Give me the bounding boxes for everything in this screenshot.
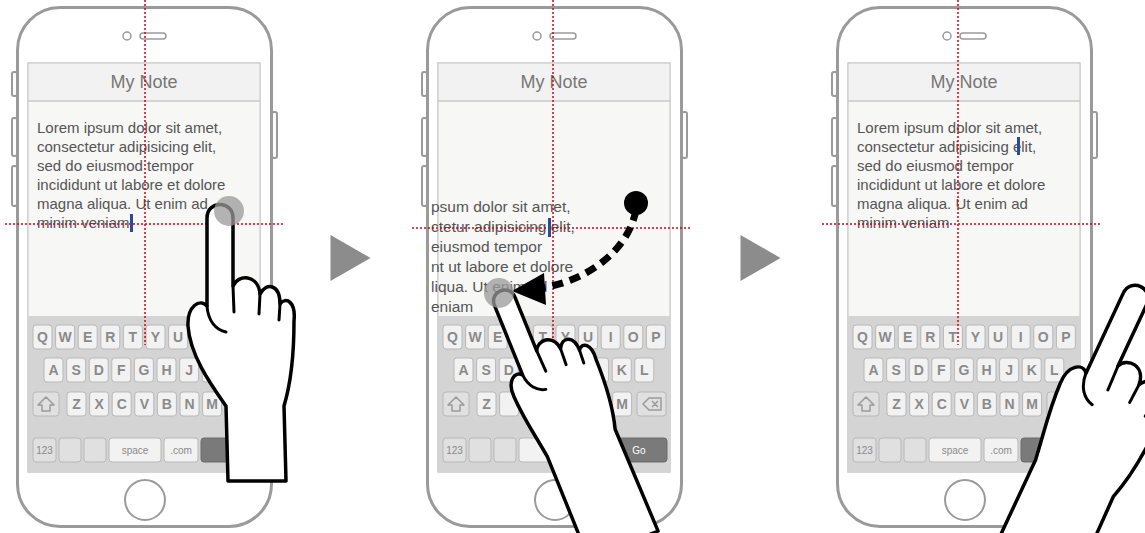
key-label: 123 (33, 438, 56, 462)
text-cursor (130, 214, 133, 232)
key-label: V (135, 392, 154, 416)
step-arrow (273, 235, 426, 281)
key-label: L (635, 358, 654, 382)
key-label: N (1000, 392, 1019, 416)
hand (971, 273, 1145, 533)
guide-lines (5, 0, 1100, 345)
text-cursor (548, 218, 551, 237)
key-label: S (887, 358, 906, 382)
touch-point (214, 196, 244, 226)
key-label: B (977, 392, 996, 416)
key-label: E (78, 325, 97, 349)
key-label: Q (443, 325, 462, 349)
touch-point (484, 278, 514, 308)
key-label: R (921, 325, 940, 349)
key-label: V (955, 392, 974, 416)
key-label: I (1011, 325, 1030, 349)
key-label: space (109, 438, 161, 462)
magnified-text: psum dolor sit amet, (431, 197, 571, 217)
key-label: W (466, 325, 485, 349)
guide-line (957, 0, 959, 345)
key-label: F (112, 358, 131, 382)
guide-line (412, 227, 692, 229)
note-text: Lorem ipsum dolor sit amet, consectetur … (857, 118, 1057, 232)
hand (475, 267, 664, 533)
key-label: Z (67, 392, 86, 416)
key-label: N (180, 392, 199, 416)
key-label: M (1023, 392, 1042, 416)
hand-outline (475, 267, 664, 533)
key-label: U (169, 325, 188, 349)
hand (188, 205, 294, 482)
key-label: .com (164, 438, 198, 462)
note-title: My Note (28, 63, 260, 101)
key-label: O (624, 325, 643, 349)
hand-outline (188, 205, 294, 482)
key-label: C (112, 392, 131, 416)
key-label: B (157, 392, 176, 416)
guide-line (5, 223, 283, 225)
drag-path (540, 210, 636, 288)
hand-outline (971, 273, 1145, 533)
key-label: space (929, 438, 981, 462)
key-label: H (157, 358, 176, 382)
key-label: X (90, 392, 109, 416)
key-label: J (180, 358, 199, 382)
key-label: W (876, 325, 895, 349)
key-label: P (1056, 325, 1075, 349)
magnified-text: eiusmod tempor (431, 237, 542, 257)
key-label: J (1000, 358, 1019, 382)
key-label: Z (887, 392, 906, 416)
key-label: D (909, 358, 928, 382)
guide-line (552, 0, 554, 345)
hand-crease (516, 336, 588, 395)
key-label: R (101, 325, 120, 349)
key-label: O (1034, 325, 1053, 349)
magnified-text: eniam (431, 297, 473, 317)
hand-crease (207, 286, 280, 332)
key-label: H (977, 358, 996, 382)
key-label: A (44, 358, 63, 382)
key-label: X (910, 392, 929, 416)
key-label: E (898, 325, 917, 349)
key-label: 123 (443, 438, 466, 462)
key-label: G (134, 358, 153, 382)
guide-line (822, 223, 1100, 225)
key-label: P (646, 325, 665, 349)
key-label: Q (33, 325, 52, 349)
key-label: S (67, 358, 86, 382)
key-label: .com (984, 438, 1018, 462)
key-label: T (943, 325, 962, 349)
guide-line (144, 0, 146, 345)
key-label: M (613, 392, 632, 416)
key-label: Y (146, 325, 165, 349)
key-label: I (601, 325, 620, 349)
key-label: K (612, 358, 631, 382)
key-label: Q (853, 325, 872, 349)
step-arrow (683, 235, 836, 281)
text-cursor (1017, 137, 1020, 155)
edge-layer (273, 235, 836, 281)
key-label: Z (477, 392, 496, 416)
key-label: A (454, 358, 473, 382)
key-label: U (989, 325, 1008, 349)
note-title: My Note (848, 63, 1080, 101)
key-label: D (89, 358, 108, 382)
magnified-text: nt ut labore et dolore (431, 257, 573, 277)
key-label: A (864, 358, 883, 382)
key-label: F (932, 358, 951, 382)
hand-crease (1075, 355, 1145, 428)
key-label: 123 (853, 438, 876, 462)
key-label: K (1022, 358, 1041, 382)
note-title: My Note (438, 63, 670, 101)
key-label: Y (966, 325, 985, 349)
key-label: C (932, 392, 951, 416)
key-label: W (56, 325, 75, 349)
key-label: T (123, 325, 142, 349)
key-label: S (477, 358, 496, 382)
key-label: G (954, 358, 973, 382)
